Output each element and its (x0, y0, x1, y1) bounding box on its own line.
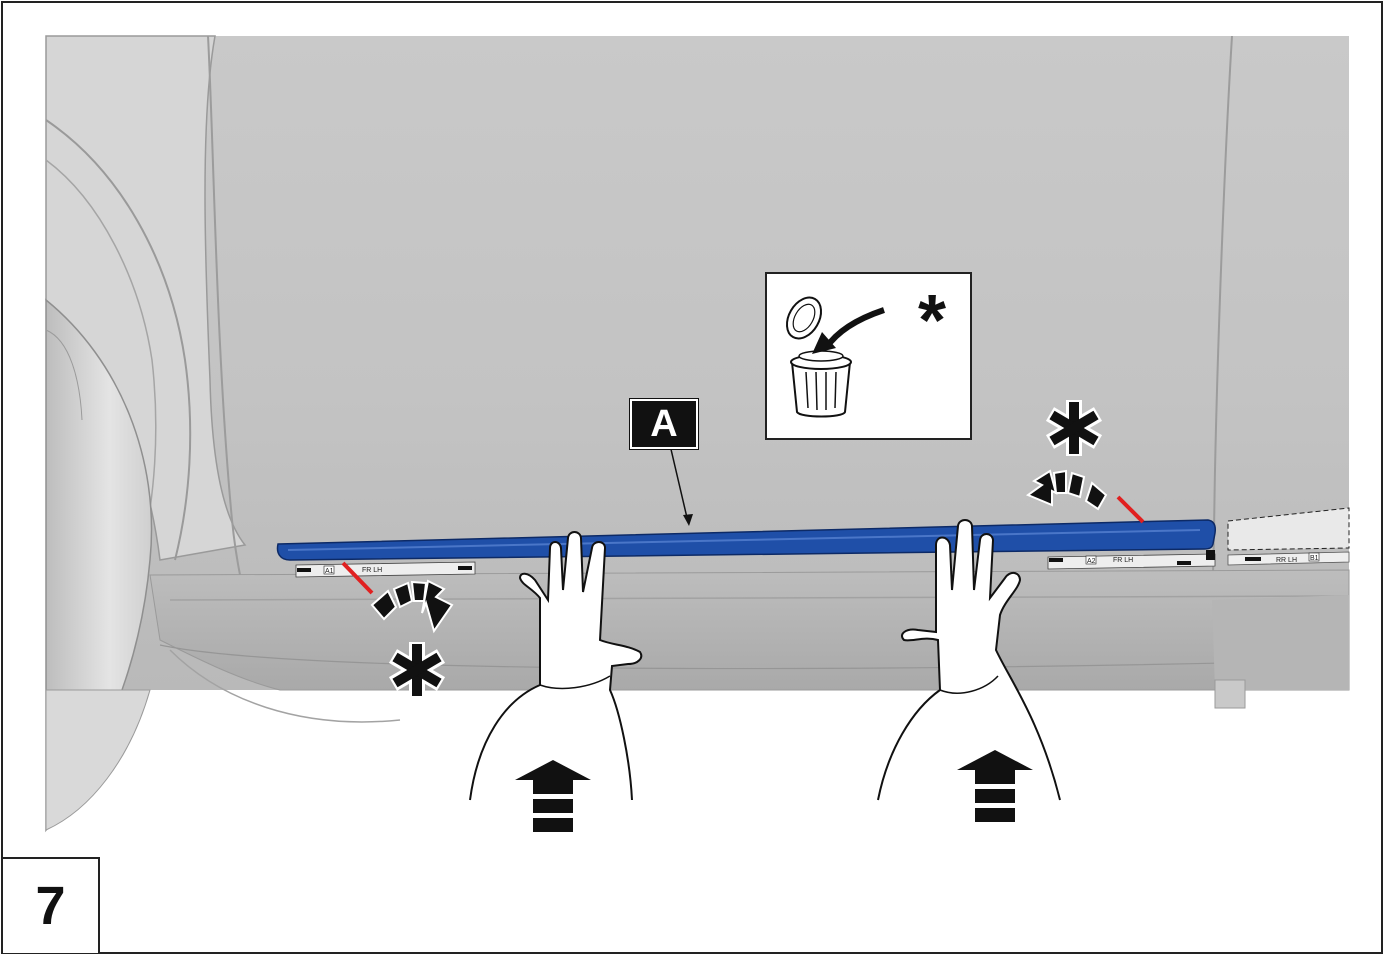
next-door-tag-side: RR LH (1276, 557, 1297, 564)
step-number-box: 7 (3, 857, 100, 953)
next-door-tag-code: B1 (1310, 555, 1319, 562)
rear-tag-side: FR LH (1113, 557, 1133, 564)
rocker-panel (150, 570, 1349, 690)
note-asterisk: * (918, 281, 946, 361)
front-tag-side: FR LH (362, 567, 382, 574)
rear-tag-code: A2 (1087, 558, 1096, 565)
step-number: 7 (35, 875, 65, 937)
discard-note-box: * (766, 273, 971, 439)
front-tag-code: A1 (325, 568, 334, 575)
callout-label-A: A (630, 399, 698, 449)
clip-template-front: A1 FR LH (296, 562, 475, 577)
